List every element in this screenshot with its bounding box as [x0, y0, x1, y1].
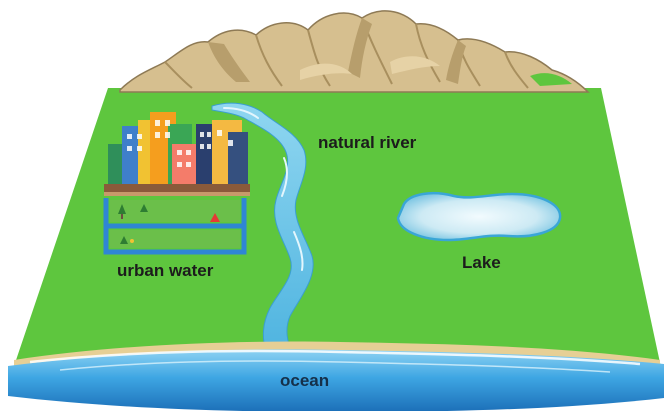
lake [396, 192, 562, 242]
ocean-label: ocean [280, 371, 330, 390]
lake-label: Lake [462, 253, 501, 272]
city-buildings [104, 112, 250, 196]
urban-water-label: urban water [117, 261, 214, 280]
ocean [8, 341, 664, 411]
urban-water-pipes [103, 198, 247, 255]
natural-river-label: natural river [318, 133, 417, 152]
mountain-range [119, 10, 590, 93]
